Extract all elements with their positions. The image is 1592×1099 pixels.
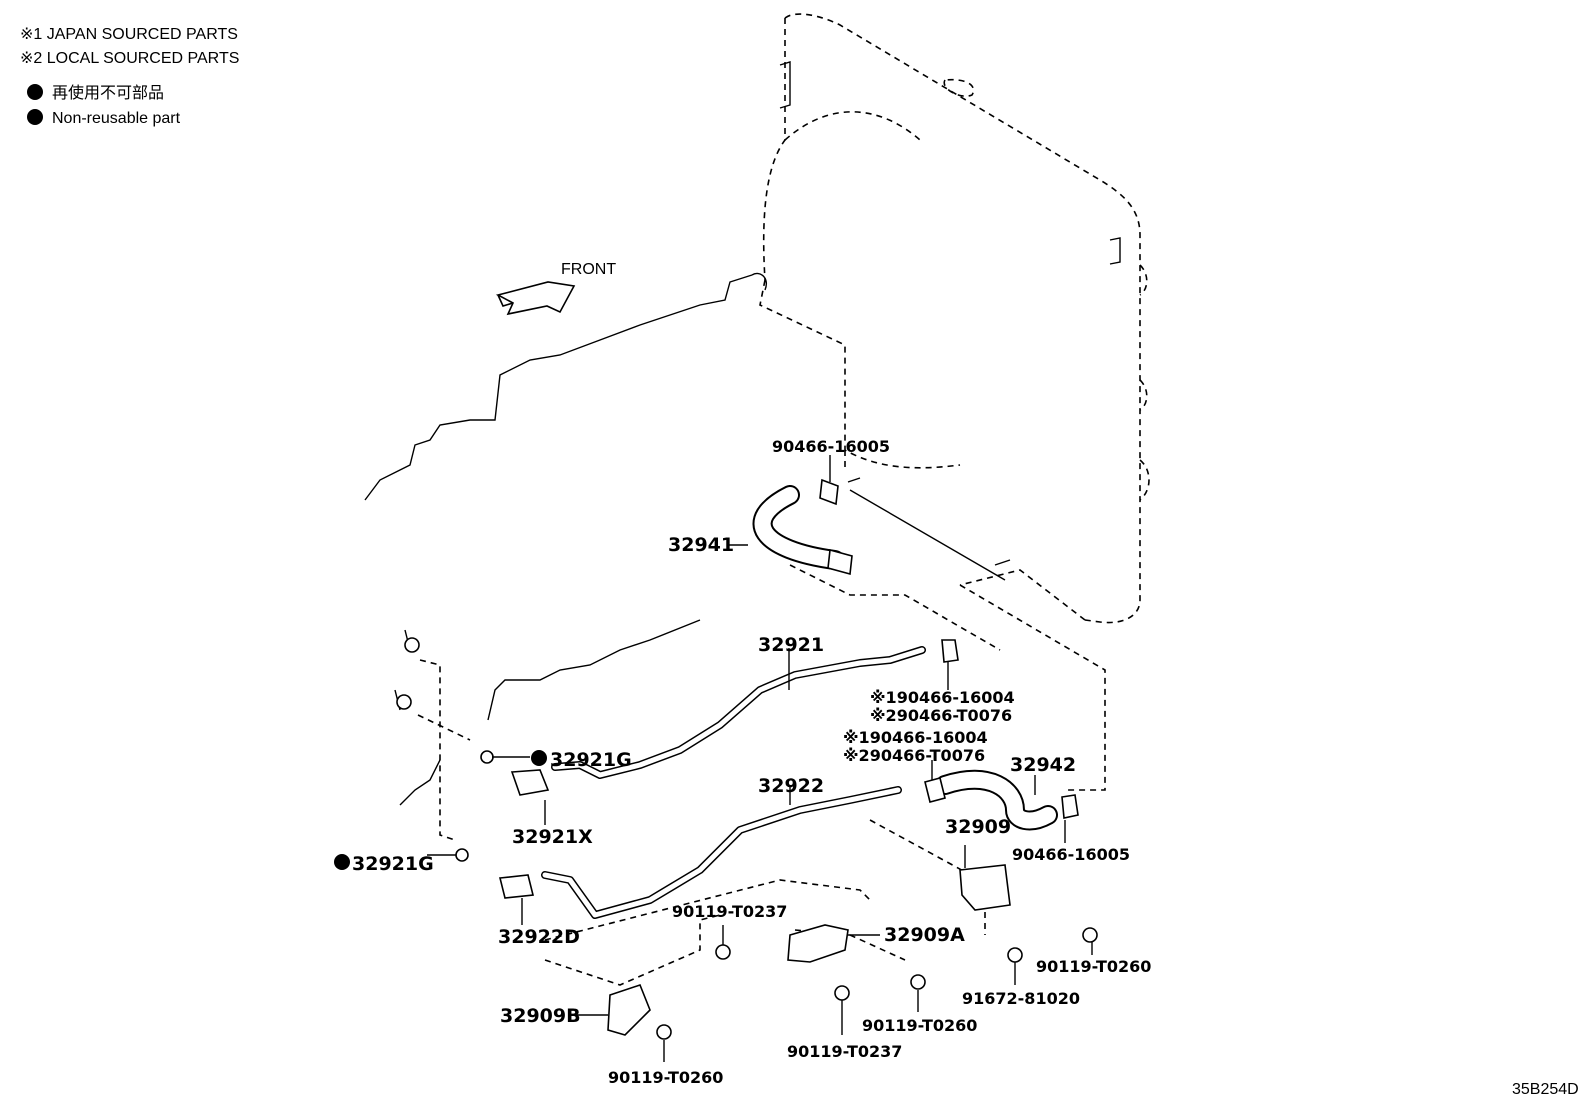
radiator-outline <box>759 13 1150 624</box>
callout-32921G-top: 32921G <box>550 749 632 771</box>
callout-32921X: 32921X <box>512 826 593 848</box>
front-arrow-icon <box>495 281 576 316</box>
nonreusable-dot-icon <box>27 84 43 100</box>
callout-32909A: 32909A <box>884 924 965 946</box>
frame-lines <box>847 477 1011 581</box>
callout-32941: 32941 <box>668 534 734 556</box>
callout-32909B: 32909B <box>500 1005 581 1027</box>
callout-32921: 32921 <box>758 634 824 656</box>
callout-90466-16005-bot: 90466-16005 <box>1012 845 1130 864</box>
callout-90119-T0260-mid: 90119-T0260 <box>862 1016 977 1035</box>
callout-90119-T0260-right: 90119-T0260 <box>1036 957 1151 976</box>
callout-90466-16004-a: ※190466-16004 <box>870 688 1015 707</box>
callouts: 90466-16005 32941 32921 ※190466-16004 ※2… <box>334 437 1151 1087</box>
legend-nonreusable-jp: 再使用不可部品 <box>52 84 164 102</box>
legend: ※1 JAPAN SOURCED PARTS ※2 LOCAL SOURCED … <box>20 26 239 127</box>
hose-32941 <box>752 478 853 576</box>
callout-90466-T0076-b: ※290466-T0076 <box>843 746 985 765</box>
front-label: FRONT <box>561 261 616 278</box>
callout-32921G-left: 32921G <box>352 853 434 875</box>
nonreusable-dot-icon <box>334 854 350 870</box>
nonreusable-dot-icon <box>27 109 43 125</box>
brackets <box>607 864 1098 1040</box>
legend-japan-sourced: ※1 JAPAN SOURCED PARTS <box>20 26 238 43</box>
legend-local-sourced: ※2 LOCAL SOURCED PARTS <box>20 50 239 67</box>
callout-91672-81020: 91672-81020 <box>962 989 1080 1008</box>
callout-90119-T0237-top: 90119-T0237 <box>672 902 787 921</box>
callout-90466-T0076-a: ※290466-T0076 <box>870 706 1012 725</box>
diagram-code: 35B254D <box>1512 1081 1579 1098</box>
callout-90119-T0237-bot: 90119-T0237 <box>787 1042 902 1061</box>
leader-lines <box>427 455 1093 1062</box>
pipe-32922 <box>541 786 902 919</box>
pipe-32921 <box>551 639 959 779</box>
front-indicator: FRONT <box>495 261 616 316</box>
callout-90466-16004-b: ※190466-16004 <box>843 728 988 747</box>
callout-32922D: 32922D <box>498 926 580 948</box>
legend-nonreusable-en: Non-reusable part <box>52 110 181 127</box>
callout-32942: 32942 <box>1010 754 1076 776</box>
nonreusable-dot-icon <box>531 750 547 766</box>
fittings <box>396 637 550 899</box>
callout-90466-16005-top: 90466-16005 <box>772 437 890 456</box>
callout-32922: 32922 <box>758 775 824 797</box>
callout-90119-T0260-bot: 90119-T0260 <box>608 1068 723 1087</box>
hose-32942 <box>924 769 1079 831</box>
callout-32909: 32909 <box>945 816 1011 838</box>
